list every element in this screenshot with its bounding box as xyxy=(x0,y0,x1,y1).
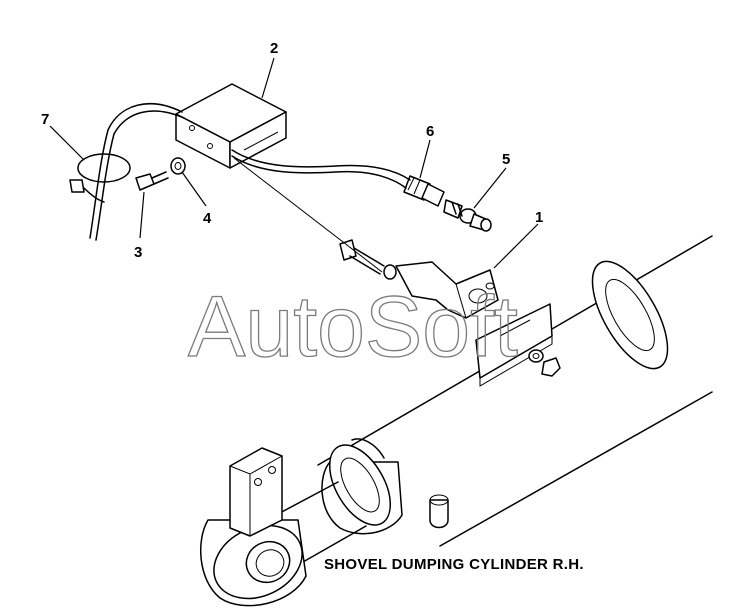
cables xyxy=(89,103,411,241)
control-box xyxy=(175,83,287,169)
callout-number-7: 7 xyxy=(41,111,49,128)
proximity-sensor xyxy=(443,199,492,232)
callout-number-3: 3 xyxy=(134,244,142,261)
dumping-cylinder xyxy=(199,235,713,607)
cable-tie xyxy=(69,153,131,203)
callout-number-4: 4 xyxy=(203,210,212,227)
diagram-caption: SHOVEL DUMPING CYLINDER R.H. xyxy=(324,556,584,573)
callout-number-6: 6 xyxy=(426,123,434,140)
sensor-bracket xyxy=(339,239,561,387)
mounting-guide-line xyxy=(233,157,383,273)
callout-leaders xyxy=(49,57,539,269)
cable-connector xyxy=(403,175,445,207)
callout-number-2: 2 xyxy=(270,40,278,57)
bolt-and-washer xyxy=(135,157,186,191)
watermark: AutoSoft xyxy=(188,279,518,375)
callout-number-5: 5 xyxy=(502,151,510,168)
callout-number-1: 1 xyxy=(535,209,543,226)
